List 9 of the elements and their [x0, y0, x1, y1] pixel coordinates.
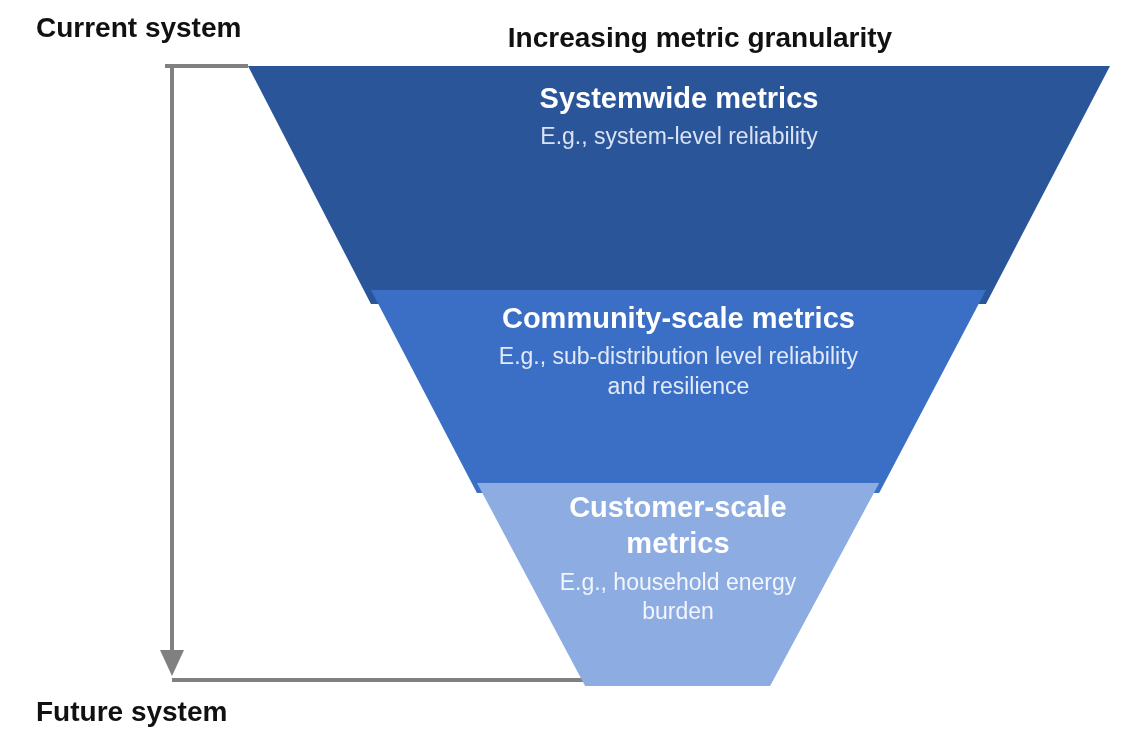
band-description: E.g., household energy burden	[558, 567, 798, 627]
axis-label: Increasing metric granularity	[506, 22, 894, 54]
band-heading: Customer-scale metrics	[568, 490, 788, 562]
band-description: E.g., system-level reliability	[540, 122, 818, 152]
band-heading: Systemwide metrics	[539, 81, 819, 116]
axis-label: Future system	[36, 696, 229, 728]
band-heading: Community-scale metrics	[501, 301, 855, 336]
band-description: E.g., sub-distribution level reliability and resilience	[497, 342, 860, 402]
axis-label: Current system	[36, 12, 243, 44]
